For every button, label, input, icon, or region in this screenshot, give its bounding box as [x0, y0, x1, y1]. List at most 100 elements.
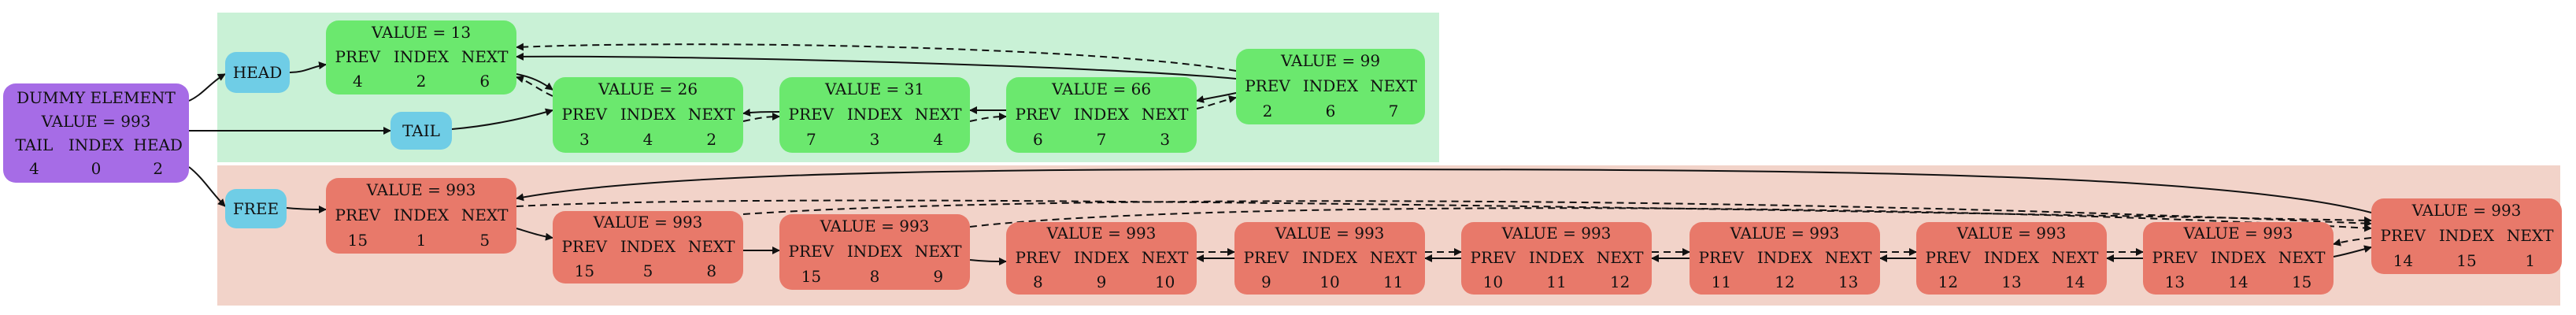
index-value: 1 — [416, 231, 427, 250]
prev-label: PREV — [1015, 105, 1061, 124]
edge-used-2-prev — [516, 75, 553, 97]
node-value: VALUE = 993 — [2411, 201, 2522, 220]
next-value: 15 — [2291, 272, 2312, 291]
next-label: NEXT — [1141, 248, 1189, 267]
prev-value: 13 — [2164, 272, 2186, 291]
next-label: NEXT — [1141, 105, 1189, 124]
next-label: NEXT — [2506, 226, 2554, 245]
next-value: 8 — [706, 261, 717, 280]
index-label: INDEX — [393, 206, 450, 224]
index-value: 2 — [416, 72, 427, 91]
next-value: 9 — [933, 267, 944, 286]
prev-label: PREV — [1925, 248, 1971, 267]
edge-used-2-next — [742, 113, 780, 122]
edge-used-1-prev-to-5 — [516, 43, 1237, 72]
edge-free-10-next-to-1 — [516, 168, 2372, 213]
dummy-element-value: VALUE = 993 — [41, 112, 151, 131]
dummy-element-node: DUMMY ELEMENT VALUE = 993 TAIL INDEX HEA… — [3, 83, 189, 183]
index-value: 7 — [1096, 130, 1107, 149]
prev-value: 10 — [1482, 272, 1504, 291]
prev-label: PREV — [1698, 248, 1745, 267]
index-value: 12 — [1775, 272, 1795, 291]
next-label: NEXT — [1824, 248, 1872, 267]
node-value: VALUE = 993 — [1501, 224, 1612, 243]
next-label: NEXT — [914, 105, 962, 124]
index-value: 13 — [2001, 272, 2022, 291]
node-value: VALUE = 993 — [1730, 224, 1840, 243]
node-value: VALUE = 993 — [1046, 224, 1157, 243]
prev-label: PREV — [2152, 248, 2198, 267]
next-label: NEXT — [461, 206, 509, 224]
next-value: 11 — [1382, 272, 1404, 291]
dummy-index-label: INDEX — [68, 135, 124, 154]
index-value: 14 — [2228, 272, 2248, 291]
index-label: INDEX — [1756, 248, 1813, 267]
edge-tail-to-used-2 — [451, 108, 553, 130]
edge-used-3-next — [969, 113, 1007, 122]
node-value: VALUE = 31 — [824, 80, 925, 98]
prev-value: 14 — [2393, 251, 2414, 270]
prev-value: 15 — [574, 261, 595, 280]
dummy-index-value: 0 — [91, 159, 102, 178]
edge-free-10-prev — [2333, 237, 2372, 246]
next-value: 12 — [1609, 272, 1630, 291]
next-value: 14 — [2064, 272, 2086, 291]
dummy-head-label: HEAD — [133, 135, 183, 154]
next-label: NEXT — [1370, 76, 1417, 95]
next-value: 10 — [1154, 272, 1175, 291]
next-label: NEXT — [461, 47, 509, 66]
next-value: 5 — [479, 231, 490, 250]
prev-value: 3 — [579, 130, 590, 149]
edge-used-1-next — [516, 73, 553, 91]
prev-value: 11 — [1711, 272, 1732, 291]
prev-label: PREV — [1015, 248, 1061, 267]
prev-label: PREV — [788, 242, 835, 261]
edge-free-1-next — [516, 228, 553, 241]
node-value: VALUE = 993 — [820, 217, 930, 235]
edge-used-5-prev — [1196, 92, 1237, 103]
node-value: VALUE = 993 — [1956, 224, 2067, 243]
next-value: 4 — [933, 130, 944, 149]
next-label: NEXT — [1596, 248, 1644, 267]
free-pointer-node: FREE — [225, 189, 287, 228]
index-label: INDEX — [846, 242, 903, 261]
node-value: VALUE = 993 — [366, 180, 476, 199]
index-value: 15 — [2456, 251, 2477, 270]
edge-used-3-prev — [742, 108, 780, 117]
edge-free-3-prev-to-10 — [969, 207, 2372, 232]
edge-dummy-to-free — [188, 166, 226, 207]
prev-value: 4 — [352, 72, 363, 91]
index-label: INDEX — [1302, 76, 1359, 95]
next-label: NEXT — [2051, 248, 2099, 267]
prev-label: PREV — [2380, 226, 2426, 245]
node-value: VALUE = 13 — [371, 22, 472, 42]
next-label: NEXT — [687, 105, 735, 124]
index-label: INDEX — [2438, 226, 2495, 245]
node-value: VALUE = 26 — [598, 80, 698, 98]
node-value: VALUE = 993 — [593, 213, 703, 232]
prev-label: PREV — [561, 105, 608, 124]
dummy-head-value: 2 — [153, 159, 164, 178]
prev-value: 15 — [347, 231, 368, 250]
index-value: 9 — [1096, 272, 1107, 291]
head-pointer-node: HEAD — [225, 52, 290, 93]
dummy-element-title: DUMMY ELEMENT — [17, 88, 176, 107]
prev-value: 12 — [1938, 272, 1959, 291]
index-value: 11 — [1546, 272, 1567, 291]
prev-label: PREV — [788, 105, 835, 124]
edge-used-4-next — [1196, 95, 1237, 109]
index-label: INDEX — [393, 47, 450, 66]
prev-label: PREV — [561, 237, 608, 256]
